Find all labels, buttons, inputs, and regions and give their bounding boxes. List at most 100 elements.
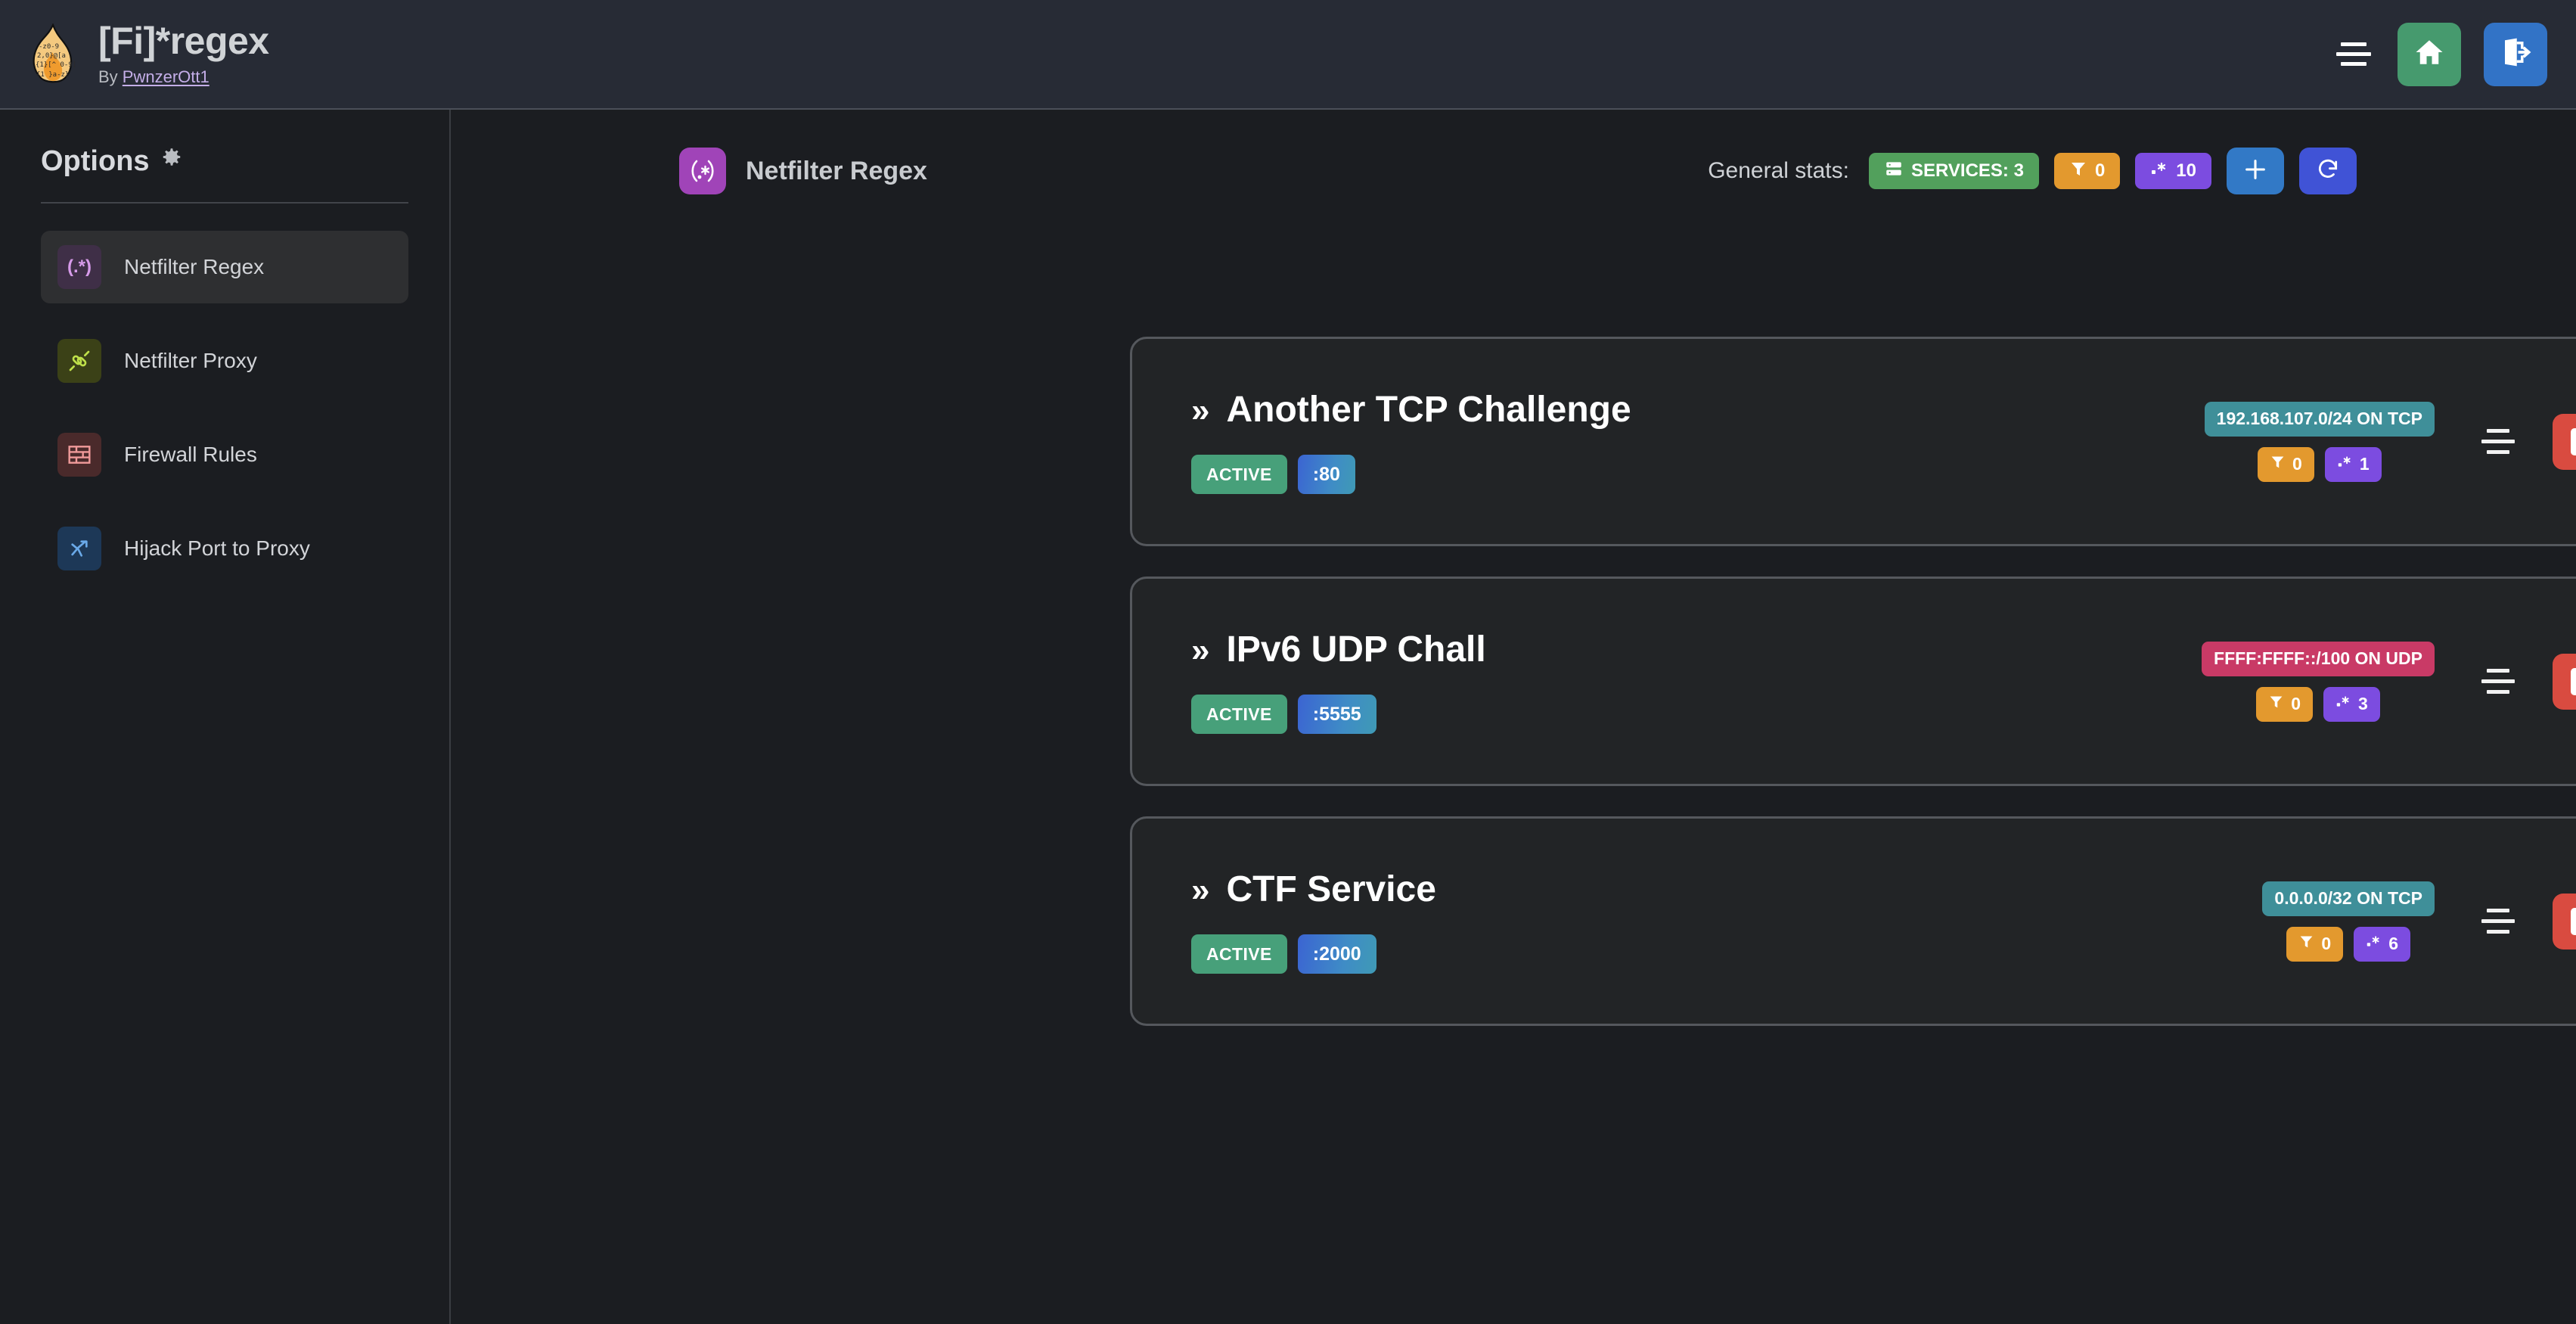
status-badge-regexes: 10 xyxy=(2135,153,2211,189)
svg-text:{1 }a-z}: {1 }a-z} xyxy=(36,71,69,79)
regex-dot-star-icon xyxy=(2335,694,2351,714)
gear-icon xyxy=(160,145,183,178)
align-center-icon[interactable] xyxy=(2477,421,2519,463)
service-title: » CTF Service xyxy=(1191,869,1436,910)
sidebar-item-label: Netfilter Proxy xyxy=(124,349,257,372)
align-center-icon[interactable] xyxy=(2477,660,2519,703)
regex-dot-star-icon xyxy=(2366,934,2382,954)
sidebar-item-netfilter-proxy[interactable]: Netfilter Proxy xyxy=(41,325,408,397)
stop-icon xyxy=(2571,907,2576,935)
filter-icon xyxy=(2298,934,2314,954)
refresh-button[interactable] xyxy=(2299,148,2357,194)
regexes-count-label: 6 xyxy=(2388,934,2398,953)
service-name: CTF Service xyxy=(1226,869,1436,909)
align-center-icon[interactable] xyxy=(2477,900,2519,943)
double-chevron-icon: » xyxy=(1191,632,1210,669)
regexes-count-label: 1 xyxy=(2359,454,2370,474)
sidebar-item-label: Hijack Port to Proxy xyxy=(124,536,310,560)
service-title: » Another TCP Challenge xyxy=(1191,389,1631,430)
sidebar-title: Options xyxy=(41,145,408,178)
sidebar-nav: (.*) Netfilter Regex Netfilter Proxy Fir… xyxy=(41,231,408,585)
regexes-count-label: 10 xyxy=(2176,160,2196,181)
logout-button[interactable] xyxy=(2484,22,2547,86)
regexes-badge: 3 xyxy=(2323,686,2380,722)
filters-badge: 0 xyxy=(2286,926,2344,962)
service-network-info: 192.168.107.0/24 ON TCP 0 1 xyxy=(2204,401,2435,482)
filters-count-label: 0 xyxy=(2094,160,2106,181)
service-counters: 0 6 xyxy=(2286,926,2410,962)
service-card[interactable]: » CTF Service ACTIVE :2000 0.0.0.0/32 ON… xyxy=(1130,816,2576,1026)
service-network-info: FFFF:FFFF::/100 ON UDP 0 3 xyxy=(2202,641,2435,722)
regex-icon xyxy=(679,148,726,194)
network-badge: FFFF:FFFF::/100 ON UDP xyxy=(2202,641,2435,676)
sidebar-item-label: Netfilter Regex xyxy=(124,255,265,278)
general-stats-label: General stats: xyxy=(1708,158,1849,183)
regexes-count-label: 3 xyxy=(2358,694,2368,713)
network-badge: 192.168.107.0/24 ON TCP xyxy=(2204,401,2435,437)
stop-icon xyxy=(2571,667,2576,695)
port-badge: :80 xyxy=(1297,455,1355,494)
home-icon xyxy=(2413,36,2445,72)
stop-button[interactable] xyxy=(2553,893,2576,949)
svg-text:-z0-9: -z0-9 xyxy=(39,43,59,51)
service-info: » Another TCP Challenge ACTIVE :80 xyxy=(1132,389,1631,494)
route-fork-icon xyxy=(57,527,101,570)
brand: -z0-9 2,0}@[a {1}[^ 0-9] {1 }a-z} [Fi]*r… xyxy=(0,22,269,87)
svg-text:2,0}@[a: 2,0}@[a xyxy=(37,52,66,60)
service-actions: FFFF:FFFF::/100 ON UDP 0 3 xyxy=(2202,641,2576,722)
status-badge: ACTIVE xyxy=(1191,934,1287,974)
brand-text: [Fi]*regex By PwnzerOtt1 xyxy=(98,22,269,87)
page-title: Netfilter Regex xyxy=(746,156,927,185)
author-link[interactable]: PwnzerOtt1 xyxy=(122,67,209,86)
sidebar-item-firewall-rules[interactable]: Firewall Rules xyxy=(41,418,408,491)
app-title: [Fi]*regex xyxy=(98,19,269,62)
regex-dot-star-icon xyxy=(2337,454,2353,474)
service-card[interactable]: » Another TCP Challenge ACTIVE :80 192.1… xyxy=(1130,337,2576,546)
sidebar-divider xyxy=(41,202,408,204)
stop-button[interactable] xyxy=(2553,413,2576,470)
double-chevron-icon: » xyxy=(1191,392,1210,429)
home-button[interactable] xyxy=(2398,22,2461,86)
service-badges: ACTIVE :80 xyxy=(1191,455,1631,494)
service-badges: ACTIVE :2000 xyxy=(1191,934,1436,974)
filters-count-label: 0 xyxy=(2292,454,2302,474)
filter-icon xyxy=(2069,160,2087,183)
hamburger-menu-icon[interactable] xyxy=(2332,39,2375,70)
service-badges: ACTIVE :5555 xyxy=(1191,695,1486,734)
app-header: -z0-9 2,0}@[a {1}[^ 0-9] {1 }a-z} [Fi]*r… xyxy=(0,0,2576,110)
filter-icon xyxy=(2268,694,2284,714)
service-info: » CTF Service ACTIVE :2000 xyxy=(1132,869,1436,974)
svg-text:{1}[^ 0-9]: {1}[^ 0-9] xyxy=(36,61,76,69)
plug-icon xyxy=(57,339,101,383)
sidebar-item-label: Firewall Rules xyxy=(124,443,257,466)
service-card[interactable]: » IPv6 UDP Chall ACTIVE :5555 FFFF:FFFF:… xyxy=(1130,577,2576,786)
status-badge: ACTIVE xyxy=(1191,455,1287,494)
double-chevron-icon: » xyxy=(1191,872,1210,909)
content-header: Netfilter Regex General stats: SERVICES:… xyxy=(679,148,2357,194)
logout-icon xyxy=(2500,36,2531,72)
sidebar-item-hijack-port-to-proxy[interactable]: Hijack Port to Proxy xyxy=(41,512,408,585)
services-count-label: SERVICES: 3 xyxy=(1910,160,2024,181)
status-badge-services: SERVICES: 3 xyxy=(1868,153,2039,189)
service-actions: 192.168.107.0/24 ON TCP 0 1 xyxy=(2204,401,2576,482)
add-service-button[interactable] xyxy=(2227,148,2284,194)
flame-regex-logo-icon: -z0-9 2,0}@[a {1}[^ 0-9] {1 }a-z} xyxy=(26,22,79,85)
regex-icon: (.*) xyxy=(57,245,101,289)
service-name: IPv6 UDP Chall xyxy=(1226,629,1486,670)
service-name: Another TCP Challenge xyxy=(1226,390,1631,430)
service-actions: 0.0.0.0/32 ON TCP 0 6 xyxy=(2262,881,2576,962)
brick-wall-icon xyxy=(57,433,101,477)
server-icon xyxy=(1884,159,1904,184)
general-stats: General stats: SERVICES: 3 0 xyxy=(1708,148,2357,194)
service-list: » Another TCP Challenge ACTIVE :80 192.1… xyxy=(1130,337,2576,1026)
status-badge: ACTIVE xyxy=(1191,695,1287,734)
port-badge: :2000 xyxy=(1297,934,1376,974)
filters-count-label: 0 xyxy=(2291,694,2301,713)
status-badge-filters: 0 xyxy=(2053,153,2121,189)
main-content: Netfilter Regex General stats: SERVICES:… xyxy=(452,110,2576,1324)
sidebar-item-netfilter-regex[interactable]: (.*) Netfilter Regex xyxy=(41,231,408,303)
regexes-badge: 1 xyxy=(2324,446,2382,482)
stop-button[interactable] xyxy=(2553,653,2576,710)
filters-badge: 0 xyxy=(2258,446,2314,482)
header-actions xyxy=(2332,22,2576,86)
